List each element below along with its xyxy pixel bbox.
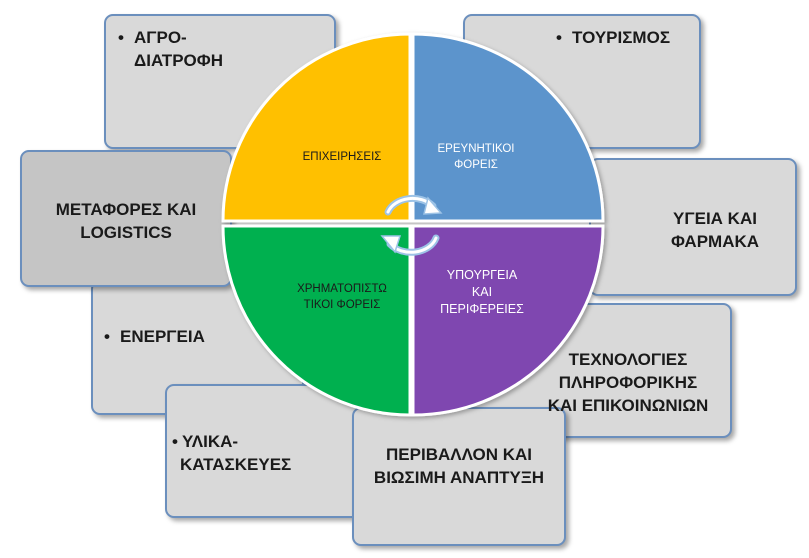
sector-agrifood: ΑΓΡΟ- ΔΙΑΤΡΟΦΗ: [118, 26, 223, 72]
sector-health-line2: ΦΑΡΜΑΚΑ: [670, 232, 760, 251]
sector-agrifood-line1: ΑΓΡΟ-: [134, 28, 187, 47]
sector-health-line1: ΥΓΕΙΑ ΚΑΙ: [673, 209, 757, 228]
arrow-head-left-icon: [380, 235, 402, 254]
quadrant-business: [221, 32, 412, 223]
sector-transport: ΜΕΤΑΦΟΡΕΣ ΚΑΙ LOGISTICS: [38, 198, 214, 244]
sector-materials: ΥΛΙΚΑ- ΚΑΤΑΣΚΕΥΕΣ: [172, 430, 291, 476]
quadrant-research: [411, 32, 605, 223]
quadrant-finance-line2: ΤΙΚΟΙ ΦΟΡΕΙΣ: [303, 299, 381, 311]
arrow-head-right-icon: [423, 196, 443, 215]
sector-ict-line3: ΚΑΙ ΕΠΙΚΟΙΝΩΝΙΩΝ: [547, 396, 709, 415]
sector-environment: ΠΕΡΙΒΑΛΛΟΝ ΚΑΙ ΒΙΩΣΙΜΗ ΑΝΑΠΤΥΞΗ: [356, 443, 562, 489]
sector-agrifood-line2: ΔΙΑΤΡΟΦΗ: [134, 51, 223, 70]
sector-transport-line1: ΜΕΤΑΦΟΡΕΣ ΚΑΙ: [55, 200, 197, 219]
sector-health: ΥΓΕΙΑ ΚΑΙ ΦΑΡΜΑΚΑ: [650, 207, 780, 253]
quadrant-ministries-label: ΥΠΟΥΡΓΕΙΑ ΚΑΙ ΠΕΡΙΦΕΡΕΙΕΣ: [430, 267, 534, 318]
quadrant-finance-label: ΧΡΗΜΑΤΟΠΙΣΤΩ ΤΙΚΟΙ ΦΟΡΕΙΣ: [283, 281, 401, 313]
sector-ict-line1: ΤΕΧΝΟΛΟΓΙΕΣ: [568, 350, 688, 369]
sector-tourism: ΤΟΥΡΙΣΜΟΣ: [556, 26, 670, 49]
quadrant-ministries-line1: ΥΠΟΥΡΓΕΙΑ: [446, 268, 518, 282]
quadrant-business-label: ΕΠΙΧΕΙΡΗΣΕΙΣ: [290, 149, 394, 165]
sector-ict-line2: ΠΛΗΡΟΦΟΡΙΚΗΣ: [558, 373, 698, 392]
quadrant-finance-line1: ΧΡΗΜΑΤΟΠΙΣΤΩ: [297, 283, 387, 295]
sector-environment-line1: ΠΕΡΙΒΑΛΛΟΝ ΚΑΙ: [386, 445, 532, 464]
quadrant-ministries: [411, 224, 605, 417]
quadrant-ministries-line2: ΚΑΙ: [471, 285, 493, 299]
quadrant-ministries-line3: ΠΕΡΙΦΕΡΕΙΕΣ: [440, 302, 524, 316]
quadrant-research-label: ΕΡΕΥΝΗΤΙΚΟΙ ΦΟΡΕΙΣ: [428, 141, 524, 173]
sector-energy: ΕΝΕΡΓΕΙΑ: [104, 325, 205, 348]
sector-environment-line2: ΒΙΩΣΙΜΗ ΑΝΑΠΤΥΞΗ: [373, 468, 545, 487]
sector-energy-line1: ΕΝΕΡΓΕΙΑ: [120, 327, 205, 346]
quadrant-business-line1: ΕΠΙΧΕΙΡΗΣΕΙΣ: [302, 151, 382, 163]
sector-materials-line1: ΥΛΙΚΑ-: [182, 432, 239, 451]
sector-transport-line2: LOGISTICS: [80, 223, 172, 242]
sector-tourism-line1: ΤΟΥΡΙΣΜΟΣ: [572, 28, 671, 47]
box-health: [589, 158, 797, 296]
quadrant-research-line1: ΕΡΕΥΝΗΤΙΚΟΙ: [437, 143, 515, 155]
sector-materials-line2: ΚΑΤΑΣΚΕΥΕΣ: [180, 455, 292, 474]
quadrant-research-line2: ΦΟΡΕΙΣ: [454, 159, 498, 171]
quadrant-finance: [221, 224, 412, 417]
box-transport: [20, 150, 232, 287]
sector-ict: ΤΕΧΝΟΛΟΓΙΕΣ ΠΛΗΡΟΦΟΡΙΚΗΣ ΚΑΙ ΕΠΙΚΟΙΝΩΝΙΩ…: [532, 348, 724, 417]
